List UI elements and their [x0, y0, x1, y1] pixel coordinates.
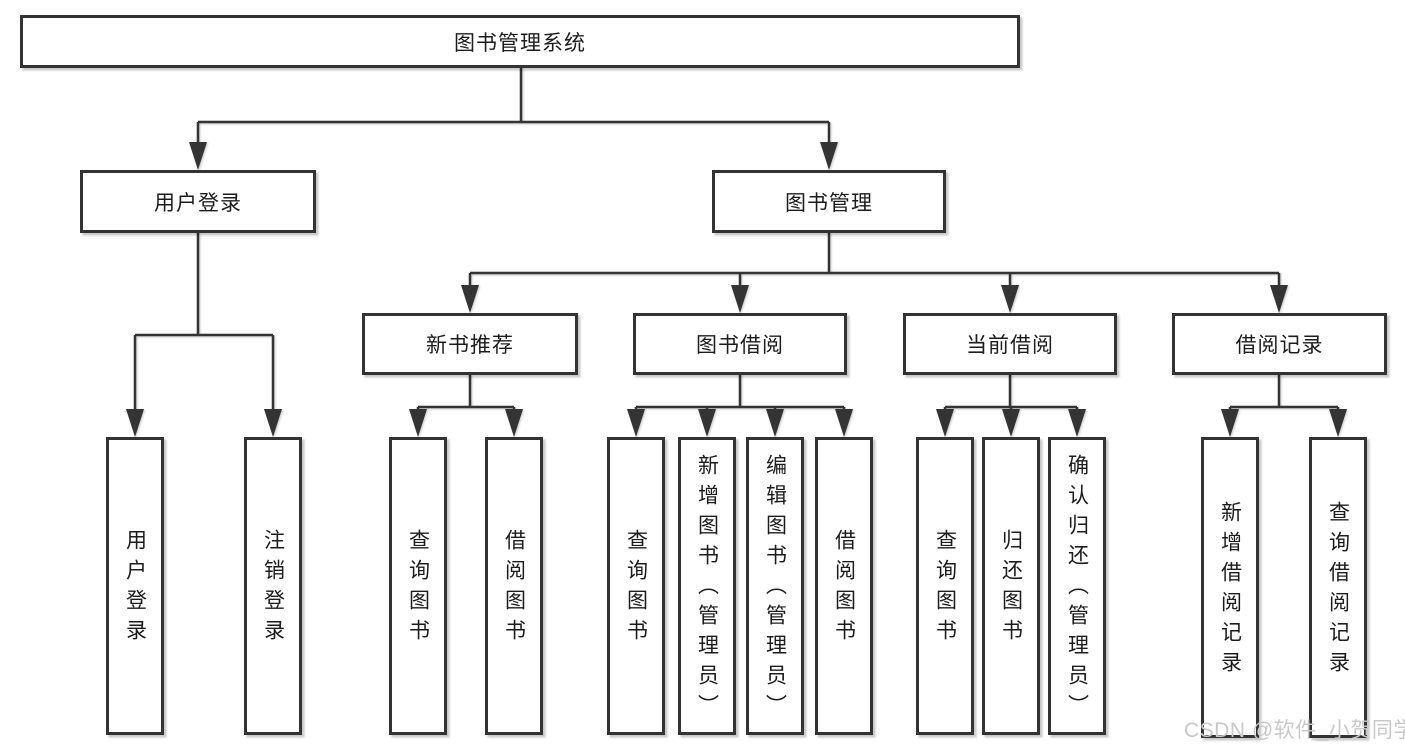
leaf-newrec-borrow-books: 借阅图书: [485, 437, 543, 735]
leaf-query-borrow-record: 查询借阅记录: [1309, 437, 1367, 738]
edge-root-to-level2: [189, 68, 838, 170]
leaf-add-borrow-record-label: 新增借阅记录: [1218, 500, 1242, 681]
leaf-confirm-return-admin: 确认归还（管理员）: [1048, 437, 1106, 735]
leaf-edit-book-admin-label: 编辑图书（管理员）: [763, 454, 787, 724]
node-user-login-branch-label: 用户登录: [154, 191, 242, 215]
edge-new-book-rec-to-leaves: [409, 375, 523, 437]
leaf-borrow-query-books-label: 查询图书: [624, 529, 648, 649]
node-current-borrow: 当前借阅: [903, 313, 1117, 375]
node-borrow-record: 借阅记录: [1172, 313, 1387, 375]
leaf-add-book-admin-label: 新增图书（管理员）: [695, 454, 719, 724]
leaf-add-borrow-record: 新增借阅记录: [1201, 437, 1259, 738]
leaf-current-query-books-label: 查询图书: [933, 529, 957, 649]
leaf-borrow-books-label: 借阅图书: [832, 529, 856, 649]
node-book-mgmt-branch-label: 图书管理: [785, 191, 873, 215]
leaf-return-books: 归还图书: [982, 437, 1040, 735]
leaf-borrow-books: 借阅图书: [815, 437, 873, 735]
node-current-borrow-label: 当前借阅: [966, 334, 1054, 357]
node-user-login-branch: 用户登录: [80, 170, 316, 233]
node-book-mgmt-branch: 图书管理: [712, 170, 946, 233]
leaf-query-borrow-record-label: 查询借阅记录: [1326, 500, 1350, 681]
leaf-current-query-books: 查询图书: [916, 437, 974, 735]
leaf-user-login: 用户登录: [106, 437, 164, 735]
node-root-system-label: 图书管理系统: [454, 31, 586, 55]
edge-user-login-to-leaves: [126, 233, 282, 437]
edge-book-borrow-to-leaves: [627, 375, 853, 437]
leaf-borrow-query-books: 查询图书: [607, 437, 665, 735]
node-root-system: 图书管理系统: [20, 15, 1020, 68]
edge-current-borrow-to-leaves: [936, 375, 1086, 437]
node-borrow-record-label: 借阅记录: [1235, 334, 1324, 357]
node-book-borrow: 图书借阅: [633, 313, 847, 375]
leaf-add-book-admin: 新增图书（管理员）: [678, 437, 736, 735]
leaf-logout-label: 注销登录: [261, 529, 285, 649]
leaf-newrec-query-books-label: 查询图书: [406, 529, 430, 649]
node-book-borrow-label: 图书借阅: [696, 334, 784, 357]
leaf-newrec-query-books: 查询图书: [389, 437, 447, 735]
leaf-confirm-return-admin-label: 确认归还（管理员）: [1065, 454, 1089, 724]
node-new-book-rec-label: 新书推荐: [426, 334, 514, 357]
leaf-return-books-label: 归还图书: [999, 529, 1023, 649]
node-new-book-rec: 新书推荐: [362, 313, 578, 375]
leaf-edit-book-admin: 编辑图书（管理员）: [746, 437, 804, 735]
edge-borrow-record-to-leaves: [1221, 375, 1347, 437]
edge-book-mgmt-to-level3: [461, 233, 1288, 313]
leaf-logout: 注销登录: [244, 437, 302, 735]
leaf-user-login-label: 用户登录: [123, 529, 147, 649]
leaf-newrec-borrow-books-label: 借阅图书: [502, 529, 526, 649]
